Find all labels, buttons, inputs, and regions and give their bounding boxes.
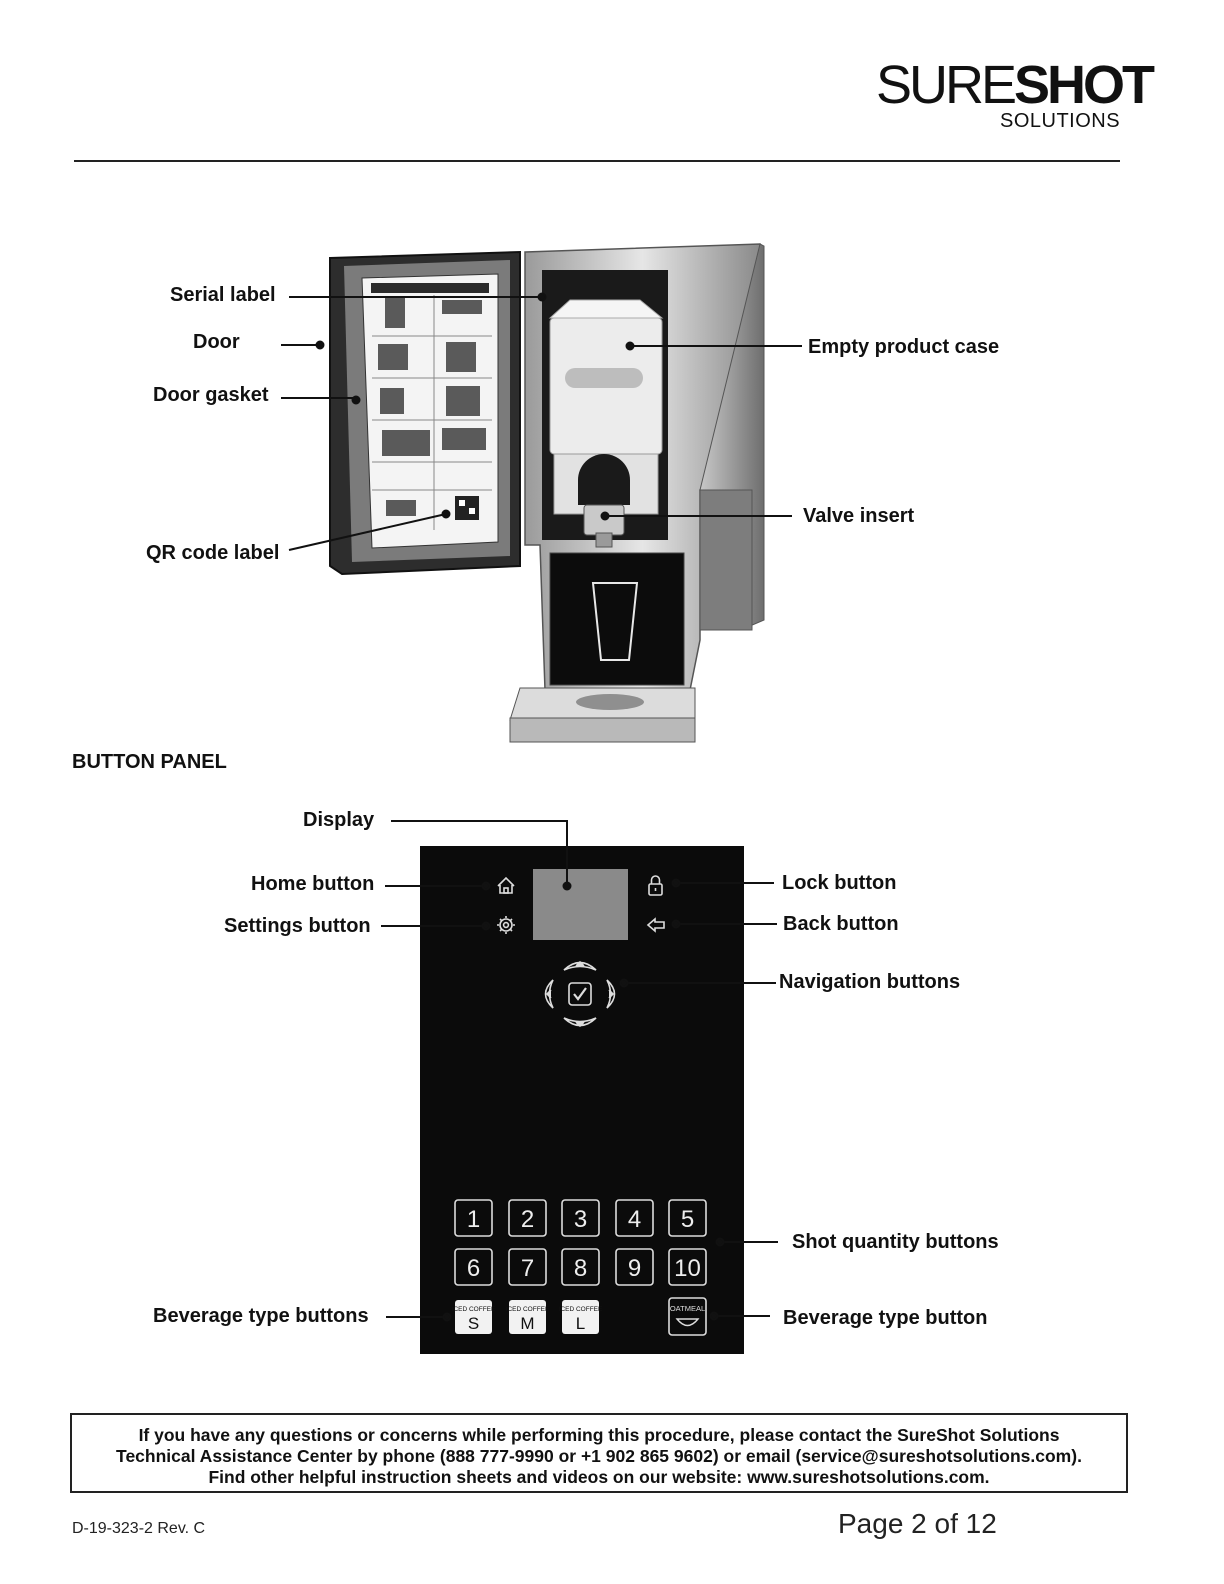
contact-notice-line-1: If you have any questions or concerns wh… [138,1425,1060,1445]
shot-button-10: 10 [668,1248,707,1286]
shot-button-3: 3 [561,1199,600,1237]
shot-number: 3 [574,1206,587,1233]
shot-number: 2 [521,1206,534,1233]
beverage-size: L [576,1314,585,1333]
shot-button-2: 2 [508,1199,547,1237]
product-case [548,299,664,515]
beverage-name: ICED COFFEE [506,1306,550,1313]
navigation-pad [544,960,616,1028]
nav-confirm-icon [568,982,592,1006]
document-id: D-19-323-2 Rev. C [72,1520,206,1537]
door-gasket-caption: Door gasket [153,384,269,406]
section-title: BUTTON PANEL [72,751,227,773]
shot-quantity-grid: 1 2 3 4 5 6 7 8 9 10 [454,1199,707,1286]
beverage-type-buttons-caption: Beverage type buttons [153,1305,369,1327]
back-arrow-icon [646,917,665,933]
beverage-name: ICED COFFEE [559,1306,603,1313]
nav-right-icon [606,979,616,1009]
dispenser-illustration [281,243,802,743]
home-icon [497,876,515,894]
empty-product-case-caption: Empty product case [808,336,1000,358]
shot-number: 4 [628,1206,641,1233]
nav-up-icon [563,961,597,971]
logo-light-text: SURE [876,55,1017,115]
door-caption: Door [193,331,240,353]
shot-button-8: 8 [561,1248,600,1286]
lock-icon [648,875,663,896]
shot-number: 10 [674,1255,701,1282]
serial-label-caption: Serial label [170,284,276,306]
beverage-size: M [520,1314,534,1333]
header-divider [74,160,1120,162]
contact-notice-box: If you have any questions or concerns wh… [70,1413,1128,1493]
shot-number: 7 [521,1255,534,1282]
lock-button-caption: Lock button [782,872,897,894]
valve-insert-caption: Valve insert [803,505,915,527]
shot-quantity-buttons-caption: Shot quantity buttons [792,1231,999,1253]
home-button-caption: Home button [251,873,375,895]
shot-button-1: 1 [454,1199,493,1237]
shot-button-7: 7 [508,1248,547,1286]
shot-number: 6 [467,1255,480,1282]
bowl-icon [675,1318,700,1327]
panel-callout-lines [381,820,778,1322]
page-number: Page 2 of 12 [838,1508,997,1539]
shot-number: 8 [574,1255,587,1282]
shot-button-9: 9 [615,1248,654,1286]
shot-button-4: 4 [615,1199,654,1237]
back-button-caption: Back button [783,913,899,935]
shot-number: 9 [628,1255,641,1282]
sureshot-logo: SURESHOT [876,55,1155,115]
nav-left-icon [544,979,554,1009]
settings-button-caption: Settings button [224,915,371,937]
display-caption: Display [303,809,375,831]
display-screen [533,869,628,940]
dispenser-door [329,250,521,576]
shot-button-6: 6 [454,1248,493,1286]
beverage-name: ICED COFFEE [452,1306,496,1313]
contact-notice-line-3: Find other helpful instruction sheets an… [208,1467,990,1487]
beverage-type-button-caption: Beverage type button [783,1307,988,1329]
oatmeal-label: OATMEAL [670,1304,705,1313]
contact-notice-line-2: Technical Assistance Center by phone (88… [116,1446,1082,1466]
dispense-area [509,552,696,743]
nav-down-icon [563,1017,597,1027]
shot-number: 5 [681,1206,694,1233]
logo-subtitle: SOLUTIONS [1000,110,1121,132]
shot-button-5: 5 [668,1199,707,1237]
shot-number: 1 [467,1206,480,1233]
qr-code-label-caption: QR code label [146,542,280,564]
logo-bold-text: SHOT [1014,55,1155,115]
beverage-size: S [468,1314,479,1333]
navigation-buttons-caption: Navigation buttons [779,971,961,993]
callout-lines [281,292,802,551]
oatmeal-button: OATMEAL [668,1297,707,1336]
gear-icon [497,916,515,934]
